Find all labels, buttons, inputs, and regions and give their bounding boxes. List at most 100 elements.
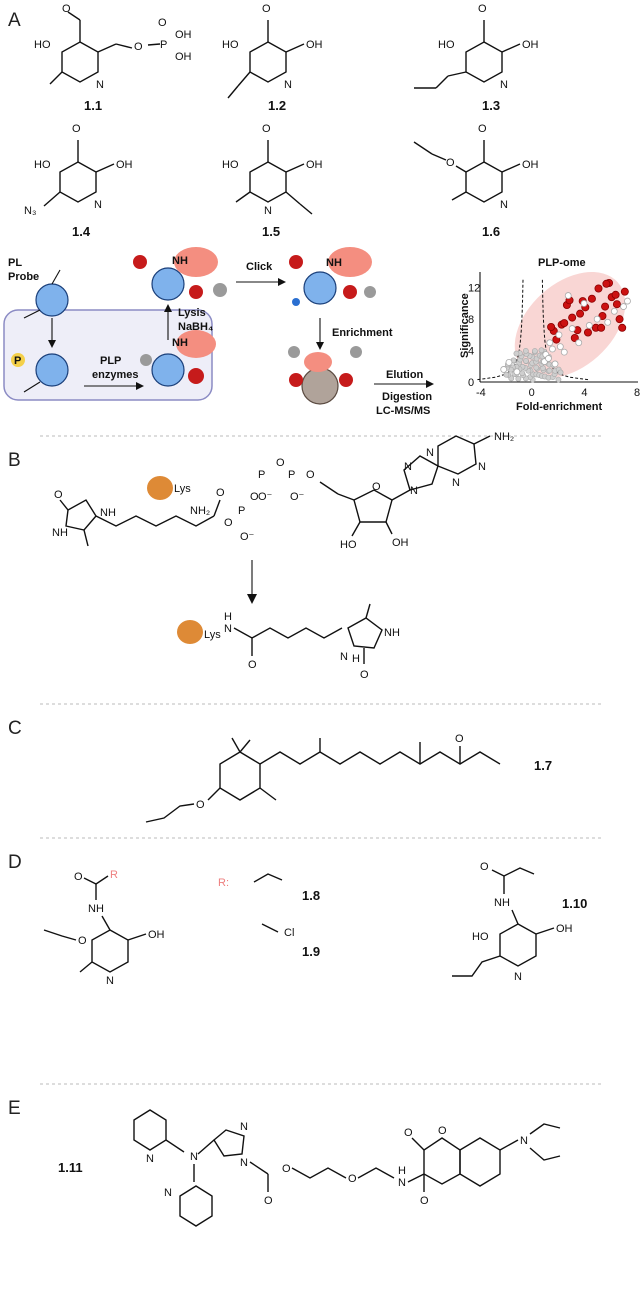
structure-1-7: O O 1.7 (145, 733, 552, 823)
atom-nh2: NH₂ (494, 431, 514, 443)
protein-red (188, 368, 204, 384)
plp-ome-point (611, 290, 620, 299)
enriched-point (555, 331, 563, 339)
enriched-point (546, 339, 554, 347)
panel-label-b: B (8, 450, 21, 471)
atom-p: P (258, 469, 265, 481)
streptavidin-bead (301, 367, 339, 405)
nh-label: NH (172, 255, 188, 267)
atom-ho: HO (222, 39, 239, 51)
arrowhead (278, 278, 286, 286)
atom-oh: OH (148, 929, 165, 941)
lysine-protein (177, 620, 203, 644)
atom-o: O (74, 871, 83, 883)
enriched-point (500, 366, 508, 373)
plp-ome-point (618, 323, 627, 332)
atom-o: O (262, 123, 271, 135)
enzyme-shape (176, 330, 216, 358)
structure-1-4: O HO OH N₃ N 1.4 (24, 123, 133, 239)
background-point (522, 348, 529, 354)
x-tick-label: 8 (634, 387, 640, 399)
plp-probe-sphere (35, 353, 69, 387)
protein-red (339, 373, 353, 387)
compound-label-1-7: 1.7 (534, 758, 552, 773)
compound-label-1-9: 1.9 (302, 944, 320, 959)
protein-grey (213, 283, 227, 297)
atom-ho: HO (340, 539, 357, 551)
atom-o: O (62, 3, 71, 15)
structure-1-2: O HO OH N 1.2 (222, 3, 323, 113)
compound-label-1-6: 1.6 (482, 224, 500, 239)
phosphate-badge (11, 353, 25, 367)
atom-p: P (288, 469, 295, 481)
atom-nh2: NH₂ (190, 505, 210, 517)
atom-o: O (264, 1195, 273, 1207)
reduced-sphere (151, 267, 185, 301)
clicked-sphere (303, 271, 337, 305)
biotinylated-lysine-structure: Lys H N O NH N H O (177, 603, 400, 681)
atom-n: N (520, 1135, 528, 1147)
enriched-point (545, 355, 552, 362)
enzyme-bound-sphere (151, 353, 185, 387)
arrowhead (426, 380, 434, 388)
plp-ome-point (601, 302, 610, 311)
atom-o: O (250, 491, 259, 503)
enriched-point (551, 360, 559, 368)
plp-ome-point (597, 323, 606, 332)
atom-o-minus: O⁻ (240, 531, 255, 543)
arrowhead (316, 342, 324, 350)
plp-ome-point (612, 300, 621, 309)
atom-nh: NH (384, 627, 400, 639)
enzyme-shape (174, 247, 218, 277)
chloromethyl-group (261, 923, 279, 933)
structure-1-6: O O OH N 1.6 (413, 123, 539, 239)
background-point (557, 369, 564, 376)
plp-enzymes-label: enzymes (92, 369, 138, 381)
lysis-label: Lysis (178, 307, 206, 319)
background-point (513, 350, 520, 357)
atom-ho: HO (472, 931, 489, 943)
atom-o: O (196, 799, 205, 811)
atom-o: O (54, 489, 63, 501)
atom-n: N (94, 199, 102, 211)
structure-1-3: O HO OH N 1.3 (414, 3, 539, 113)
nh-label: NH (172, 337, 188, 349)
atom-ho: HO (438, 39, 455, 51)
plp-ome-point (547, 322, 556, 331)
atom-nh: NH (52, 527, 68, 539)
nabh4-label: NaBH₄ (178, 321, 213, 333)
atom-n: N (514, 971, 522, 983)
r-definition-label: R: (218, 877, 229, 889)
y-tick-label: 4 (468, 346, 474, 358)
enriched-point (604, 318, 612, 326)
enriched-point (624, 297, 631, 305)
plp-ome-point (583, 328, 592, 337)
compound-label-1-8: 1.8 (302, 888, 320, 903)
enriched-point (505, 358, 513, 366)
plp-ome-point (598, 311, 607, 320)
enriched-point (610, 307, 618, 315)
atom-n: N (224, 623, 232, 635)
atom-o: O (348, 1173, 357, 1185)
atom-p: P (160, 39, 167, 51)
plp-ome-point (620, 287, 629, 296)
atom-n: N (284, 79, 292, 91)
atom-n: N (478, 461, 486, 473)
pl-probe-label: Probe (8, 271, 39, 283)
atom-o: O (262, 3, 271, 15)
plp-enzymes-label: PLP (100, 355, 121, 367)
atom-n: N (240, 1157, 248, 1169)
plp-ome-point (587, 294, 596, 303)
enrichment-label: Enrichment (332, 327, 393, 339)
atom-nh: NH (100, 507, 116, 519)
plp-ome-point (568, 313, 577, 322)
lysine-protein (147, 476, 173, 500)
nh-label: NH (326, 257, 342, 269)
atom-n: N (106, 975, 114, 987)
compound-label-1-4: 1.4 (72, 224, 91, 239)
background-point (503, 371, 510, 378)
enriched-point (560, 348, 568, 356)
plp-ome-point (576, 309, 585, 318)
atom-n: N (264, 205, 272, 217)
atom-o: O (404, 1127, 413, 1139)
